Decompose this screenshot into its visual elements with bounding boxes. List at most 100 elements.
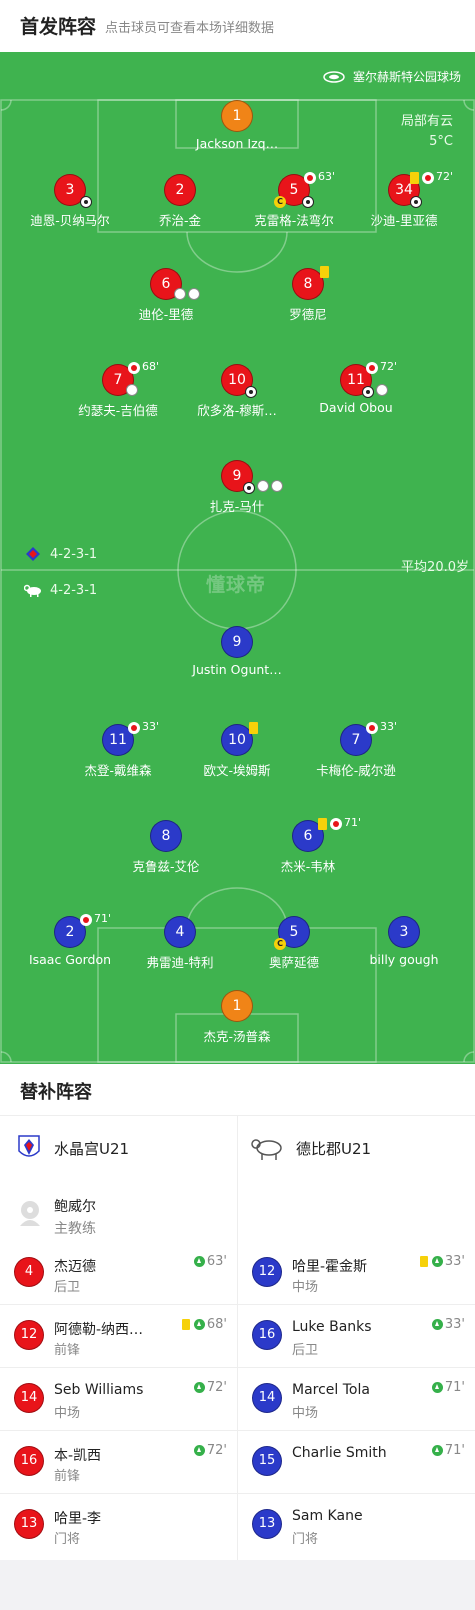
away-formation: 4-2-3-1 <box>24 582 97 598</box>
player-name: 迪伦-里德 <box>138 307 194 322</box>
player-number: 3 <box>388 916 420 948</box>
sub-home-16[interactable]: 16 本-凯西 前锋 72' <box>0 1431 237 1494</box>
crystal-palace-crest-icon <box>26 547 40 561</box>
player-home-11[interactable]: 11 David Obou 72' <box>306 360 406 424</box>
player-name: billy gough <box>369 952 439 967</box>
sub-position: 前锋 <box>54 1343 81 1358</box>
temperature: 5°C <box>429 134 453 149</box>
sub-away-12[interactable]: 12 哈里-霍金斯 中场 33' <box>238 1242 475 1305</box>
player-away-5[interactable]: 5 奥萨延德 C <box>244 916 344 976</box>
sub-minute: 72' <box>206 1443 227 1458</box>
player-home-9[interactable]: 9 扎克-马什 <box>187 460 287 520</box>
watermark: 懂球帝 <box>206 574 267 596</box>
player-home-5[interactable]: 5 克雷格-法弯尔 63' C <box>244 170 344 234</box>
player-name: 迪恩-贝纳马尔 <box>30 213 110 228</box>
player-away-6[interactable]: 6 杰米-韦林 71' <box>258 816 361 880</box>
average-age: 平均20.0岁 <box>401 560 469 575</box>
sub-home-12[interactable]: 12 阿德勒-纳西… 前锋 68' <box>0 1305 237 1368</box>
sub-number: 13 <box>14 1509 44 1539</box>
yellow-card-icon <box>419 1256 428 1267</box>
player-away-4[interactable]: 4 弗雷迪-特利 <box>130 916 230 976</box>
sub-in-time: 33' <box>431 1317 465 1332</box>
sub-out-icon <box>128 362 140 374</box>
stadium-info: 塞尔赫斯特公园球场 <box>323 68 461 85</box>
player-away-11[interactable]: 11 杰登-戴维森 33' <box>68 720 168 784</box>
sub-home-14[interactable]: 14 Seb Williams 中场 72' <box>0 1368 237 1431</box>
player-home-3[interactable]: 3 迪恩-贝纳马尔 <box>20 174 120 234</box>
player-name: 克鲁兹-艾伦 <box>132 859 200 874</box>
sub-out-icon <box>80 914 92 926</box>
sub-in-time: 72' <box>193 1380 227 1395</box>
sub-minute: 33' <box>380 720 398 733</box>
home-coach[interactable]: 鲍威尔 主教练 <box>18 1188 228 1248</box>
player-away-7[interactable]: 7 卡梅伦-威尔逊 33' <box>306 720 406 784</box>
player-name: 欧文-埃姆斯 <box>203 763 271 778</box>
player-home-34[interactable]: 34 沙迪-里亚德 72' <box>354 170 454 234</box>
player-away-gk[interactable]: 1 杰克-汤普森 <box>187 990 287 1050</box>
player-number: 8 <box>292 268 324 300</box>
assist-boot-icon <box>188 288 200 300</box>
player-away-3[interactable]: 3 billy gough <box>354 916 454 976</box>
sub-in-icon <box>431 1319 443 1330</box>
sub-in-time: 68' <box>181 1317 227 1332</box>
sub-position: 前锋 <box>54 1469 81 1484</box>
player-name: 弗雷迪-特利 <box>146 955 214 970</box>
player-number: 8 <box>150 820 182 852</box>
player-number: 9 <box>221 626 253 658</box>
player-away-9[interactable]: 9 Justin Ogunt… <box>187 626 287 686</box>
sub-in-icon <box>431 1382 443 1393</box>
sub-in-time: 72' <box>193 1443 227 1458</box>
sub-number: 13 <box>252 1509 282 1539</box>
goal-ball-icon <box>80 196 92 208</box>
player-home-6[interactable]: 6 迪伦-里德 <box>116 268 216 328</box>
player-home-gk[interactable]: 1 Jackson Izq… <box>187 100 287 160</box>
sub-out-icon <box>366 362 378 374</box>
sub-position: 中场 <box>292 1406 319 1421</box>
sub-minute: 68' <box>142 360 160 373</box>
goal-ball-icon <box>362 386 374 398</box>
sub-home-4[interactable]: 4 杰迈德 后卫 63' <box>0 1242 237 1305</box>
player-away-2[interactable]: 2 Isaac Gordon 71' <box>20 912 120 976</box>
sub-away-16[interactable]: 16 Luke Banks 后卫 33' <box>238 1305 475 1368</box>
goal-ball-icon <box>410 196 422 208</box>
player-home-10[interactable]: 10 欣多洛-穆斯… <box>187 364 287 424</box>
player-home-7[interactable]: 7 约瑟夫-吉伯德 68' <box>68 360 168 424</box>
player-name: David Obou <box>319 400 393 415</box>
subs-header: 替补阵容 <box>0 1064 475 1116</box>
goal-ball-icon <box>245 386 257 398</box>
assist-boot-icon <box>271 480 283 492</box>
sub-minute: 72' <box>436 170 454 183</box>
sub-minute: 71' <box>444 1380 465 1395</box>
player-number: 9 <box>221 460 253 492</box>
column-divider <box>237 1116 238 1560</box>
sub-away-15[interactable]: 15 Charlie Smith 71' <box>238 1431 475 1494</box>
sub-in-time: 33' <box>419 1254 465 1269</box>
captain-icon: C <box>274 938 286 950</box>
sub-number: 14 <box>14 1383 44 1413</box>
sub-away-13[interactable]: 13 Sam Kane 门将 <box>238 1494 475 1557</box>
player-name: 扎克-马什 <box>209 499 265 514</box>
sub-number: 4 <box>14 1257 44 1287</box>
player-number: 2 <box>164 174 196 206</box>
derby-ram-icon <box>24 584 41 597</box>
sub-away-14[interactable]: 14 Marcel Tola 中场 71' <box>238 1368 475 1431</box>
home-team-row: 水晶宫U21 <box>16 1116 129 1180</box>
sub-name: 本-凯西 <box>54 1448 102 1464</box>
player-away-10[interactable]: 10 欧文-埃姆斯 <box>187 722 287 784</box>
pitch: 塞尔赫斯特公园球场 局部有云 5°C 懂球帝 4-2-3-1 平均20.0岁 4… <box>0 52 475 1064</box>
player-home-8[interactable]: 8 罗德尼 <box>258 266 358 328</box>
sub-number: 15 <box>252 1446 282 1476</box>
sub-name: Marcel Tola <box>292 1382 370 1398</box>
home-team-name: 水晶宫U21 <box>54 1139 130 1158</box>
sub-minute: 71' <box>344 816 362 829</box>
player-away-8[interactable]: 8 克鲁兹-艾伦 <box>116 820 216 880</box>
sub-in-icon <box>193 1319 205 1330</box>
sub-home-13[interactable]: 13 哈里-李 门将 <box>0 1494 237 1557</box>
crystal-palace-logo-icon <box>18 1135 40 1157</box>
page-footer-space <box>0 1560 475 1610</box>
player-home-2[interactable]: 2 乔治-金 <box>130 174 230 234</box>
home-formation: 4-2-3-1 <box>24 546 97 562</box>
yellow-card-icon <box>320 266 329 278</box>
player-number: 1 <box>221 990 253 1022</box>
captain-icon: C <box>274 196 286 208</box>
